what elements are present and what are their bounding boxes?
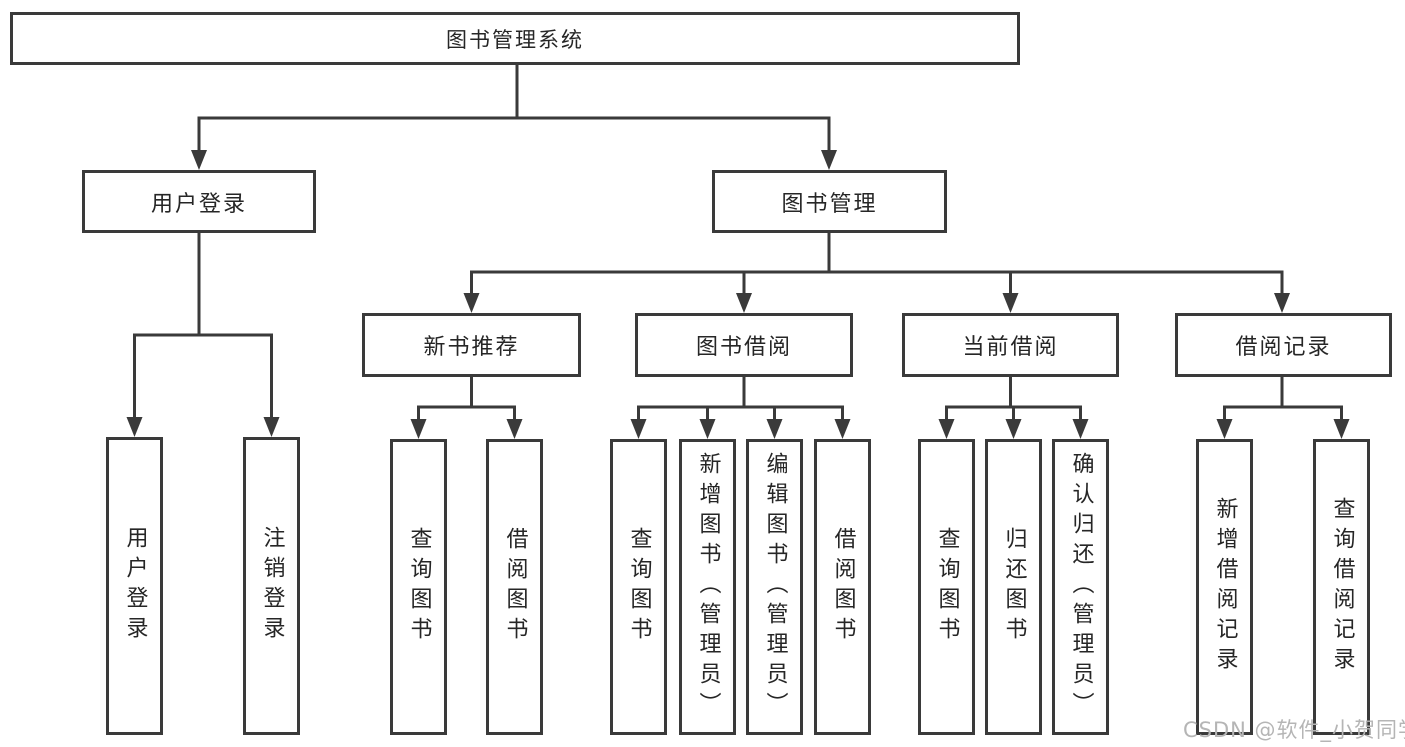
node-label: 当前借阅 bbox=[962, 335, 1059, 360]
leaf-add-borrow-record: 新增借阅记录 bbox=[1196, 439, 1253, 735]
arrowheads bbox=[126, 150, 1350, 439]
node-label: 图书借阅 bbox=[695, 335, 792, 360]
node-user-login-group: 用户登录 bbox=[82, 170, 316, 233]
leaf-borrow-books-1: 借阅图书 bbox=[486, 439, 543, 735]
node-label: 查询借阅记录 bbox=[1329, 497, 1355, 677]
node-library-system: 图书管理系统 bbox=[10, 12, 1020, 65]
node-label: 归还图书 bbox=[1001, 527, 1027, 647]
leaf-query-books-1: 查询图书 bbox=[390, 439, 447, 735]
leaf-user-login: 用户登录 bbox=[106, 437, 163, 735]
leaf-query-books-2: 查询图书 bbox=[610, 439, 667, 735]
node-label: 查询图书 bbox=[626, 527, 652, 647]
node-label: 借阅图书 bbox=[502, 527, 528, 647]
node-new-book-recommend: 新书推荐 bbox=[362, 313, 581, 377]
leaf-edit-books-admin: 编辑图书（管理员） bbox=[746, 439, 803, 735]
leaf-query-borrow-record: 查询借阅记录 bbox=[1313, 439, 1370, 735]
leaf-borrow-books-2: 借阅图书 bbox=[814, 439, 871, 735]
leaf-confirm-return-admin: 确认归还（管理员） bbox=[1052, 439, 1109, 735]
node-label: 编辑图书（管理员） bbox=[762, 452, 788, 722]
node-label: 用户登录 bbox=[122, 526, 148, 646]
leaf-query-books-3: 查询图书 bbox=[918, 439, 975, 735]
node-label: 图书管理 bbox=[781, 191, 878, 217]
node-current-borrow: 当前借阅 bbox=[902, 313, 1119, 377]
leaf-return-books: 归还图书 bbox=[985, 439, 1042, 735]
node-label: 借阅图书 bbox=[830, 527, 856, 647]
node-label: 新增借阅记录 bbox=[1212, 497, 1238, 677]
node-book-management: 图书管理 bbox=[712, 170, 947, 233]
csdn-watermark: CSDN @软件_小贺同学 bbox=[1183, 718, 1405, 742]
node-label: 注销登录 bbox=[259, 526, 285, 646]
node-label: 新增图书（管理员） bbox=[695, 452, 721, 722]
node-label: 查询图书 bbox=[934, 527, 960, 647]
leaf-add-books-admin: 新增图书（管理员） bbox=[679, 439, 736, 735]
leaf-logout: 注销登录 bbox=[243, 437, 300, 735]
node-label: 新书推荐 bbox=[423, 335, 520, 360]
node-book-borrow: 图书借阅 bbox=[635, 313, 853, 377]
node-borrow-records: 借阅记录 bbox=[1175, 313, 1392, 377]
node-label: 借阅记录 bbox=[1235, 335, 1332, 360]
node-label: 用户登录 bbox=[150, 191, 247, 217]
node-label: 确认归还（管理员） bbox=[1068, 452, 1094, 722]
node-label: 图书管理系统 bbox=[446, 27, 584, 52]
node-label: 查询图书 bbox=[406, 527, 432, 647]
